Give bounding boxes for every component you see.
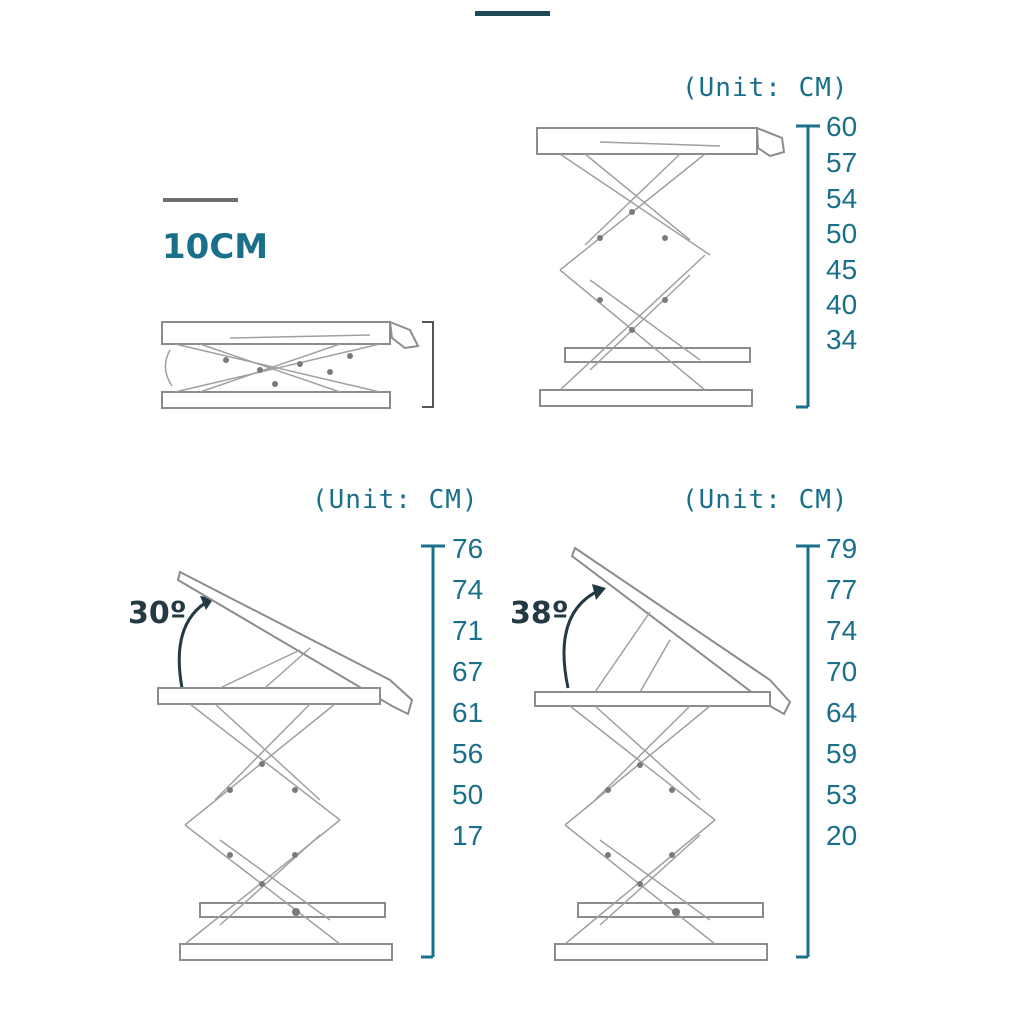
tick-label: 17	[452, 820, 483, 851]
height-scale: 60 57 54 50 45 40 34	[796, 111, 857, 409]
panel-bottom-right: (Unit: CM) 38º	[510, 485, 857, 961]
tick-label: 61	[452, 697, 483, 728]
height-scale: 76 74 71 67 61 56 50 17	[421, 533, 483, 959]
unit-label: (Unit: CM)	[682, 73, 849, 103]
folded-height-bracket	[422, 321, 434, 408]
tick-label: 53	[826, 779, 857, 810]
tick-label: 71	[452, 615, 483, 646]
folded-height-label: 10CM	[162, 227, 268, 267]
folded-height-marker-line	[163, 198, 238, 202]
tilt-angle-label: 30º	[128, 596, 187, 631]
tick-label: 60	[826, 111, 857, 142]
tick-label: 54	[826, 183, 857, 214]
folded-stand: 10CM	[161, 198, 434, 409]
tick-label: 79	[826, 533, 857, 564]
tick-label: 74	[452, 574, 483, 605]
tick-label: 74	[826, 615, 857, 646]
tick-label: 50	[452, 779, 483, 810]
unit-label: (Unit: CM)	[682, 485, 849, 515]
panel-bottom-left: (Unit: CM) 30º	[128, 485, 483, 961]
tick-label: 76	[452, 533, 483, 564]
folded-stand-drawing	[161, 320, 420, 409]
tick-label: 77	[826, 574, 857, 605]
tick-label: 34	[826, 324, 857, 355]
tick-label: 64	[826, 697, 857, 728]
stand-drawing-tilted-38	[534, 546, 792, 961]
tick-label: 50	[826, 218, 857, 249]
tick-label: 45	[826, 254, 857, 285]
tilt-arrow-icon	[177, 598, 211, 689]
top-accent-bar	[475, 11, 550, 16]
panel-top-right: (Unit: CM) 60 57	[536, 73, 857, 409]
tick-label: 59	[826, 738, 857, 769]
tilt-arrow-icon	[562, 588, 601, 689]
tilt-arrowhead-icon	[592, 584, 606, 600]
tick-label: 70	[826, 656, 857, 687]
tick-label: 67	[452, 656, 483, 687]
height-scale: 79 77 74 70 64 59 53 20	[796, 533, 857, 959]
tick-label: 40	[826, 289, 857, 320]
tilt-angle-label: 38º	[510, 596, 569, 631]
stand-drawing-raised	[536, 126, 786, 407]
tick-label: 56	[452, 738, 483, 769]
stand-drawing-tilted-30	[157, 570, 414, 961]
tick-label: 57	[826, 147, 857, 178]
unit-label: (Unit: CM)	[312, 485, 479, 515]
tick-label: 20	[826, 820, 857, 851]
